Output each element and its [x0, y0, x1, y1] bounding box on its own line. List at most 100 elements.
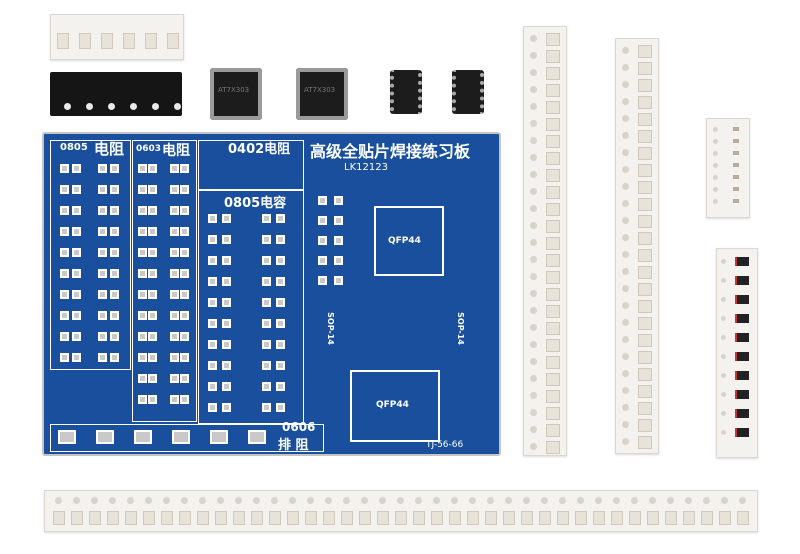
tape-hole — [721, 430, 726, 435]
solder-pad — [170, 269, 179, 278]
tape-hole — [530, 103, 537, 110]
tape-pocket — [143, 511, 155, 525]
tape-hole — [86, 103, 93, 110]
solder-pad — [60, 332, 69, 341]
solder-pad — [180, 353, 189, 362]
tape-pocket — [546, 322, 560, 335]
tape-hole — [739, 497, 746, 504]
tape-hole — [530, 222, 537, 229]
solder-pad — [276, 214, 285, 223]
solder-pad — [60, 206, 69, 215]
tape-hole — [530, 35, 537, 42]
tape-pocket — [638, 215, 652, 228]
qfp44-footprint-bottom: QFP44 — [350, 370, 440, 442]
solder-pad — [138, 164, 147, 173]
solder-pad — [170, 248, 179, 257]
tape-hole — [713, 127, 718, 132]
tape-pocket — [546, 441, 560, 454]
tape-hole — [451, 497, 458, 504]
solder-pad — [98, 185, 107, 194]
solder-pad — [110, 164, 119, 173]
solder-pad — [72, 311, 81, 320]
tape-hole — [152, 103, 159, 110]
tape-pocket — [557, 511, 569, 525]
tape-hole — [530, 341, 537, 348]
practice-pcb: 0805 电阻 0603 电阻 0402电阻 0805电容 高级全贴片焊接练习板… — [42, 132, 501, 456]
tape-pocket — [638, 147, 652, 160]
tape-pocket — [683, 511, 695, 525]
solder-pad — [98, 311, 107, 320]
solder-pad — [98, 248, 107, 257]
solder-pad — [110, 290, 119, 299]
tape-hole — [217, 497, 224, 504]
solder-pad — [262, 382, 271, 391]
solder-pad — [138, 311, 147, 320]
tape-hole — [130, 103, 137, 110]
tape-pocket — [638, 232, 652, 245]
black-component-tape — [50, 72, 182, 116]
tape-pocket — [179, 511, 191, 525]
solder-pad — [334, 216, 343, 225]
tape-pocket — [701, 511, 713, 525]
solder-pad — [60, 353, 69, 362]
tape-hole — [530, 69, 537, 76]
tape-hole — [713, 139, 718, 144]
tape-hole — [721, 259, 726, 264]
tape-pocket — [638, 198, 652, 211]
tape-hole — [622, 149, 629, 156]
solder-pad — [180, 185, 189, 194]
solder-pad — [210, 430, 228, 444]
tape-pocket — [101, 33, 113, 49]
solder-pad — [180, 206, 189, 215]
tape-hole — [622, 183, 629, 190]
solder-pad — [180, 269, 189, 278]
solder-pad — [180, 227, 189, 236]
solder-pad — [222, 298, 231, 307]
solder-pad — [262, 319, 271, 328]
tape-pocket — [449, 511, 461, 525]
tape-pocket — [638, 419, 652, 432]
solder-pad — [148, 311, 157, 320]
solder-pad — [208, 298, 217, 307]
tape-pocket — [737, 511, 749, 525]
solder-pad — [138, 269, 147, 278]
solder-pad — [98, 353, 107, 362]
tape-hole — [622, 319, 629, 326]
tape-hole — [721, 411, 726, 416]
tape-pocket — [546, 220, 560, 233]
tape-hole — [433, 497, 440, 504]
tape-hole — [721, 497, 728, 504]
solder-pad — [72, 332, 81, 341]
tape-pocket — [546, 118, 560, 131]
solder-pad — [262, 277, 271, 286]
tape-pocket — [638, 79, 652, 92]
tape-pocket — [546, 50, 560, 63]
solder-pad — [222, 319, 231, 328]
solder-pad — [208, 319, 217, 328]
solder-pad — [276, 319, 285, 328]
solder-pad — [98, 164, 107, 173]
tape-pocket — [161, 511, 173, 525]
tape-hole — [469, 497, 476, 504]
tape-hole — [622, 132, 629, 139]
tape-hole — [253, 497, 260, 504]
tape-pocket — [57, 33, 69, 49]
solder-pad — [98, 227, 107, 236]
tape-hole — [622, 115, 629, 122]
tape-pocket — [638, 351, 652, 364]
solder-pad — [98, 269, 107, 278]
solder-pad — [170, 227, 179, 236]
solder-pad — [170, 353, 179, 362]
solder-pad — [96, 430, 114, 444]
section-0603-resistor-outline — [132, 140, 197, 422]
tape-pocket — [638, 45, 652, 58]
pcb-model: LK12123 — [344, 162, 388, 173]
tape-pocket — [611, 511, 623, 525]
tape-pocket — [251, 511, 263, 525]
tape-hole — [577, 497, 584, 504]
tape-hole — [163, 497, 170, 504]
tape-hole — [595, 497, 602, 504]
tape-pocket — [593, 511, 605, 525]
tape-hole — [622, 353, 629, 360]
label-0805-capacitor: 0805电容 — [224, 196, 287, 211]
